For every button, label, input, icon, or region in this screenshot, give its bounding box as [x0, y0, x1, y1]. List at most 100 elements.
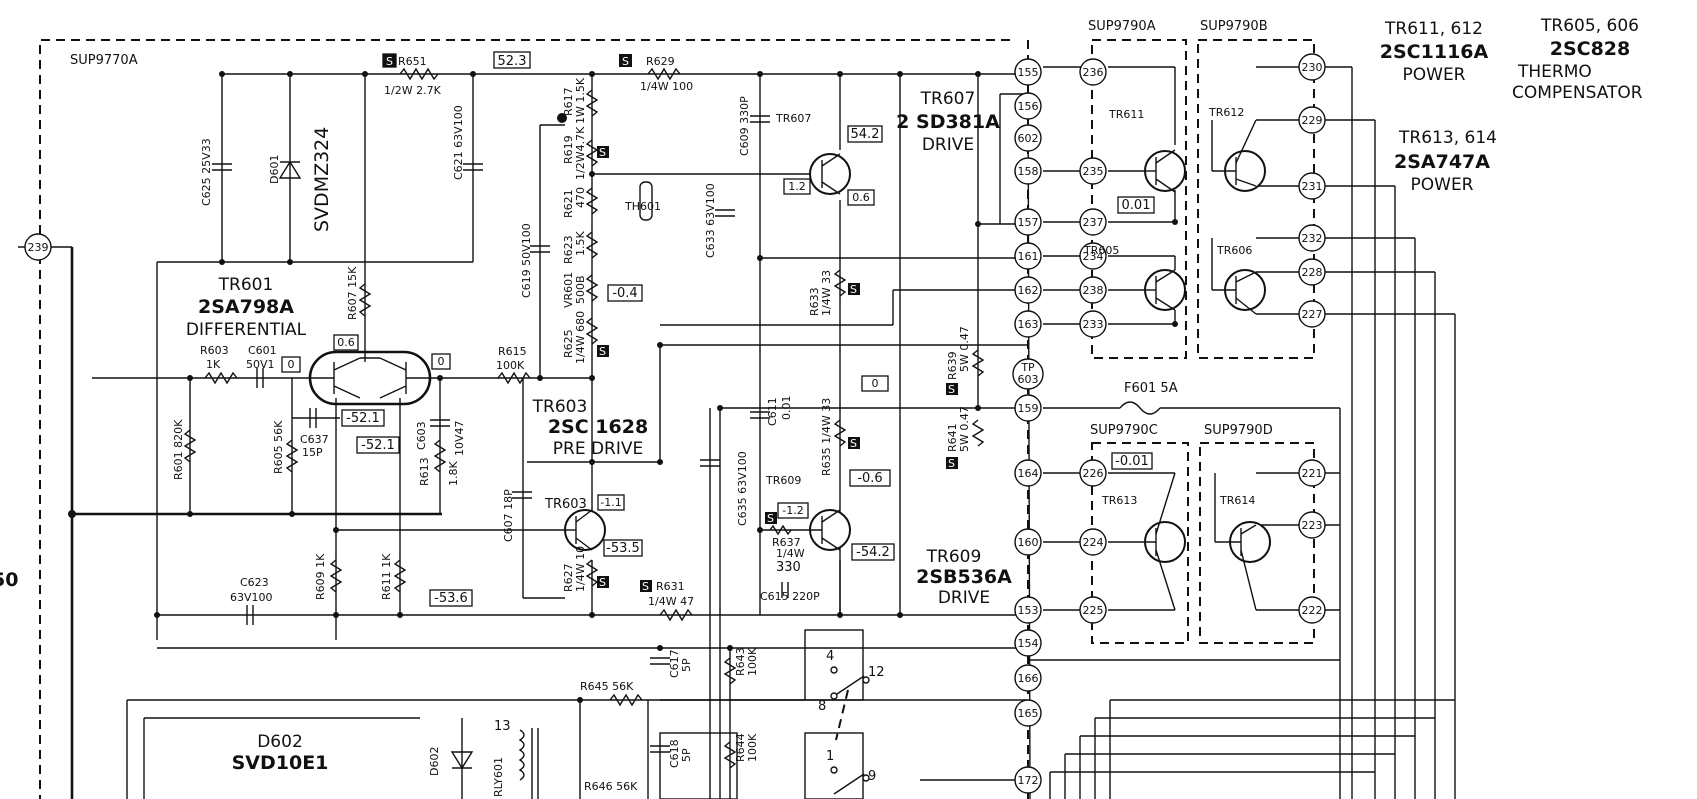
terminal-225: 225 — [1079, 596, 1107, 624]
label-r611: R611 1K — [380, 553, 393, 600]
terminal-234: 234 — [1079, 242, 1107, 270]
svg-text:235: 235 — [1083, 165, 1104, 178]
label-r625-val: 1/4W 680 — [574, 311, 587, 364]
label-c603: C603 — [415, 421, 428, 450]
label-r644-val: 100K — [746, 733, 759, 762]
label-r623: R623 — [562, 235, 575, 264]
f601-symbol — [1119, 401, 1161, 415]
label-rly601: RLY601 — [492, 757, 505, 797]
label-r615: R615 — [498, 345, 527, 358]
note-thermo: THERMO — [1517, 62, 1592, 82]
label-tr611: TR611 — [1108, 108, 1144, 121]
s-mark-10: S — [948, 383, 955, 396]
svg-text:155: 155 — [1018, 66, 1039, 79]
label-drive-2: DRIVE — [938, 588, 990, 608]
module-labels: SUP9770A SUP9790A SUP9790B SUP9790C SUP9… — [70, 19, 1273, 438]
terminal-221: 221 — [1298, 459, 1326, 487]
voltage-neg1-1: -1.1 — [600, 496, 621, 509]
rly601-coil — [518, 729, 525, 781]
svg-text:157: 157 — [1018, 216, 1039, 229]
label-c607: C607 18P — [502, 489, 515, 542]
terminal-227: 227 — [1298, 300, 1326, 328]
label-r633: R633 — [808, 287, 821, 316]
label-c623-val: 63V100 — [230, 591, 273, 604]
voltage-labels: 52.3 0.6 0 0 -52.1 -52.1 1.2 0.6 54.2 -0… — [281, 51, 1155, 607]
svg-text:232: 232 — [1302, 232, 1323, 245]
label-r617-val: 1W 1.5K — [574, 77, 587, 124]
voltage-neg0-4: -0.4 — [612, 286, 637, 301]
svg-text:602: 602 — [1018, 132, 1039, 145]
label-r603-val: 1K — [206, 358, 221, 371]
svg-text:224: 224 — [1083, 536, 1104, 549]
relay-pins: 4 12 8 1 9 13 50 — [0, 569, 885, 784]
terminal-156: 156 — [1014, 92, 1042, 120]
label-r629-val: 1/4W 100 — [640, 80, 693, 93]
pin-4: 4 — [826, 649, 834, 664]
label-tr601: TR601 — [218, 275, 274, 295]
voltage-1-2: 1.2 — [788, 180, 806, 193]
label-svdmz324: SVDMZ324 — [311, 127, 333, 232]
label-r603: R603 — [200, 344, 229, 357]
label-r637-val1: 1/4W — [776, 547, 805, 560]
label-tr606: TR606 — [1216, 244, 1252, 257]
label-d602-small: D602 — [428, 747, 441, 776]
svg-text:227: 227 — [1302, 308, 1323, 321]
voltage-0-b: 0 — [438, 355, 445, 368]
label-c601-val: 50V1 — [246, 358, 275, 371]
note-tr613-614: TR613, 614 — [1398, 128, 1497, 148]
label-c623: C623 — [240, 576, 269, 589]
label-r641-val: 5W 0.47 — [958, 406, 971, 452]
label-r635: R635 1/4W 33 — [820, 398, 833, 476]
svg-text:166: 166 — [1018, 672, 1039, 685]
svg-text:154: 154 — [1018, 637, 1039, 650]
label-r631: R631 — [656, 580, 685, 593]
module-sup9790b: SUP9790B — [1200, 19, 1268, 34]
label-r627-val: 1/4W 10 — [574, 546, 587, 592]
label-r613-val: 1.8K — [447, 461, 460, 486]
label-c617-val: 5P — [680, 658, 693, 672]
svg-text:231: 231 — [1302, 180, 1323, 193]
r633-symbol — [833, 269, 847, 297]
svg-text:158: 158 — [1018, 165, 1039, 178]
r639-symbol — [971, 349, 985, 377]
r643-symbol — [723, 657, 737, 685]
label-vr601-val: 500B — [574, 275, 587, 304]
label-r643: R643 — [734, 647, 747, 676]
label-r637: R637 — [772, 536, 801, 549]
svg-text:156: 156 — [1018, 100, 1039, 113]
d602-symbol — [450, 751, 474, 770]
voltage-0-c: 0 — [872, 377, 879, 390]
r637-symbol — [769, 524, 792, 536]
label-r621: R621 — [562, 189, 575, 218]
pin-9: 9 — [868, 769, 876, 784]
voltage-neg0-6: -0.6 — [857, 471, 882, 486]
terminal-238: 238 — [1079, 276, 1107, 304]
vr601-symbol — [585, 274, 599, 302]
label-drive-1: DRIVE — [922, 135, 974, 155]
terminal-237: 237 — [1079, 208, 1107, 236]
terminal-161: 161 — [1014, 242, 1042, 270]
note-tr611-612: TR611, 612 — [1384, 19, 1483, 39]
terminal-163: 163 — [1014, 310, 1042, 338]
r621-symbol — [585, 187, 599, 215]
s-mark-4: S — [599, 345, 606, 358]
label-c637: C637 — [300, 433, 329, 446]
terminal-226: 226 — [1079, 459, 1107, 487]
s-mark-8: S — [850, 437, 857, 450]
r607-symbol — [358, 283, 372, 317]
note-2sa747a: 2SA747A — [1394, 151, 1490, 173]
label-r615-val: 100K — [496, 359, 525, 372]
terminal-154: 154 — [1014, 629, 1042, 657]
label-tr603: TR603 — [532, 397, 588, 417]
label-c603-val: 10V47 — [453, 420, 466, 456]
s-mark-5: S — [599, 576, 606, 589]
label-pre-drive: PRE DRIVE — [553, 439, 644, 459]
terminal-159: 159 — [1014, 394, 1042, 422]
voltage-neg52-1-b: -52.1 — [361, 438, 395, 453]
label-f601: F601 5A — [1124, 381, 1178, 396]
label-tr607-small: TR607 — [775, 112, 811, 125]
r617-symbol — [585, 89, 599, 117]
label-r605: R605 56K — [272, 420, 285, 474]
r641-symbol — [971, 419, 985, 447]
label-th601: TH601 — [624, 200, 661, 213]
